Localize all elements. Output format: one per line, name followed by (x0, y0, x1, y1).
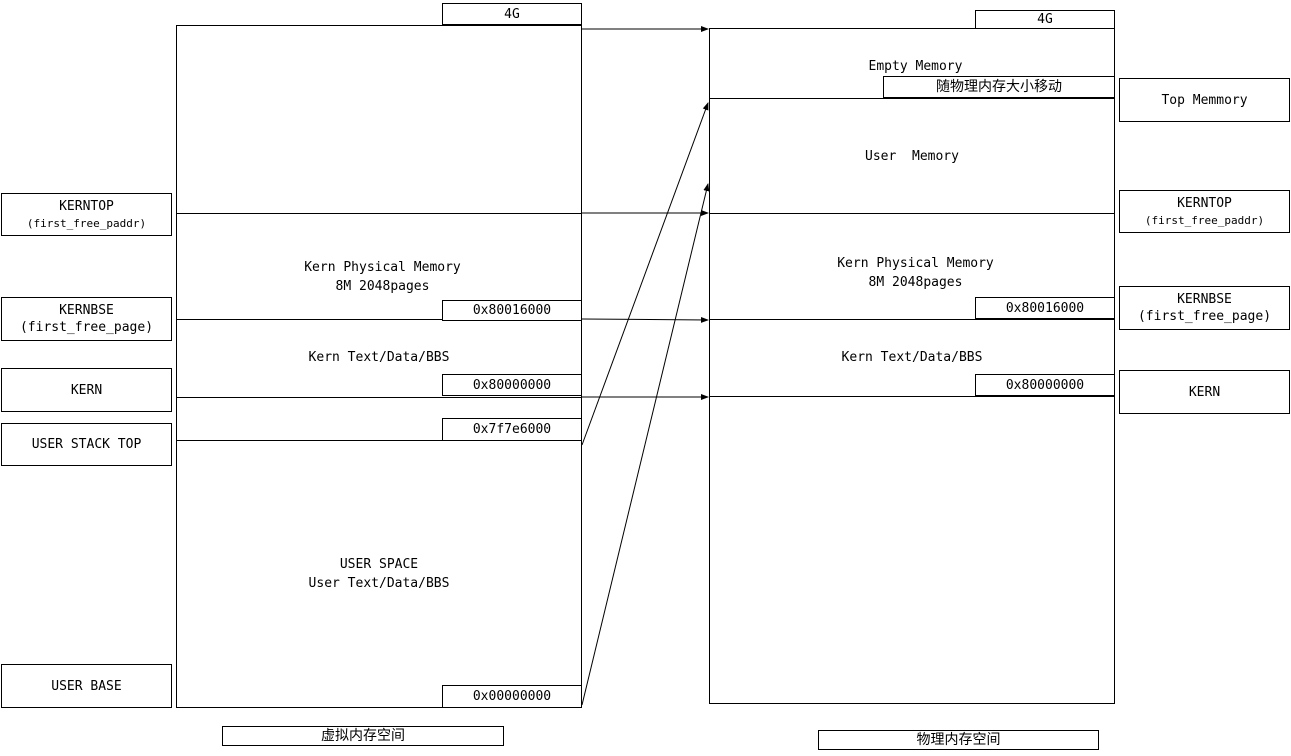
virtual-addr-80016000: 0x80016000 (442, 300, 582, 321)
virtual-kernbse-line (176, 319, 582, 320)
virtual-kern-physical-line1: Kern Physical Memory (304, 260, 461, 275)
physical-kernbse-line (709, 319, 1115, 320)
physical-memory-frame (709, 28, 1115, 704)
physical-kern-physical-line2: 8M 2048pages (868, 275, 963, 290)
physical-4g-label: 4G (975, 10, 1115, 29)
label-kerntop-right-sub: (first_free_paddr) (1144, 213, 1265, 227)
label-kernbse-left-sub: (first_free_page) (19, 320, 154, 335)
label-kern-right: KERN (1119, 370, 1290, 414)
virtual-memory-caption: 虚拟内存空间 (222, 726, 504, 746)
label-kern-left: KERN (1, 368, 172, 412)
virtual-memory-frame (176, 25, 582, 708)
physical-memory-caption: 物理内存空间 (818, 730, 1099, 750)
arrow-user-stack (581, 102, 709, 446)
virtual-user-space-title: USER SPACE User Text/Data/BBS (176, 555, 582, 593)
virtual-kern-line (176, 397, 582, 398)
physical-kern-physical-title: Kern Physical Memory 8M 2048pages (709, 254, 1122, 292)
physical-kern-line (709, 396, 1115, 397)
physical-top-memory-line (709, 98, 1115, 99)
virtual-kerntop-line (176, 213, 582, 214)
label-kernbse-right: KERNBSE (first_free_page) (1119, 286, 1290, 330)
label-kerntop-right-title: KERNTOP (1177, 195, 1232, 211)
label-kerntop-right: KERNTOP (first_free_paddr) (1119, 190, 1290, 233)
virtual-addr-7f7e6000: 0x7f7e6000 (442, 418, 582, 441)
arrow-kernbse (581, 316, 709, 323)
label-kerntop-left-sub: (first_free_paddr) (26, 216, 147, 230)
physical-kerntop-line (709, 213, 1115, 214)
virtual-kern-physical-line2: 8M 2048pages (335, 279, 430, 294)
label-user-stack-top: USER STACK TOP (1, 423, 172, 466)
virtual-user-stack-line (176, 440, 582, 441)
label-user-base: USER BASE (1, 664, 172, 708)
label-top-memory: Top Memmory (1119, 78, 1290, 122)
physical-kern-text-label: Kern Text/Data/BBS (841, 350, 983, 365)
physical-addr-80000000: 0x80000000 (975, 374, 1115, 396)
arrow-user-base (581, 183, 710, 706)
label-kernbse-right-sub: (first_free_page) (1137, 309, 1272, 324)
physical-user-memory-label: User Memory (865, 149, 959, 164)
virtual-kern-physical-title: Kern Physical Memory 8M 2048pages (176, 258, 589, 296)
virtual-user-space-line1: USER SPACE (339, 557, 419, 572)
label-kerntop-left: KERNTOP (first_free_paddr) (1, 193, 172, 236)
physical-addr-80016000: 0x80016000 (975, 297, 1115, 319)
physical-kern-physical-line1: Kern Physical Memory (837, 256, 994, 271)
virtual-kern-text-label: Kern Text/Data/BBS (308, 350, 450, 365)
virtual-addr-00000000: 0x00000000 (442, 685, 582, 708)
virtual-user-space-line2: User Text/Data/BBS (308, 576, 450, 591)
virtual-4g-label: 4G (442, 3, 582, 25)
label-kernbse-left-title: KERNBSE (59, 303, 114, 318)
virtual-addr-80000000: 0x80000000 (442, 374, 582, 396)
label-kernbse-right-title: KERNBSE (1177, 292, 1232, 307)
label-kernbse-left: KERNBSE (first_free_page) (1, 297, 172, 341)
physical-empty-memory-label: Empty Memory (868, 59, 963, 74)
label-kerntop-left-title: KERNTOP (59, 198, 114, 214)
physical-moves-label: 随物理内存大小移动 (883, 76, 1115, 98)
